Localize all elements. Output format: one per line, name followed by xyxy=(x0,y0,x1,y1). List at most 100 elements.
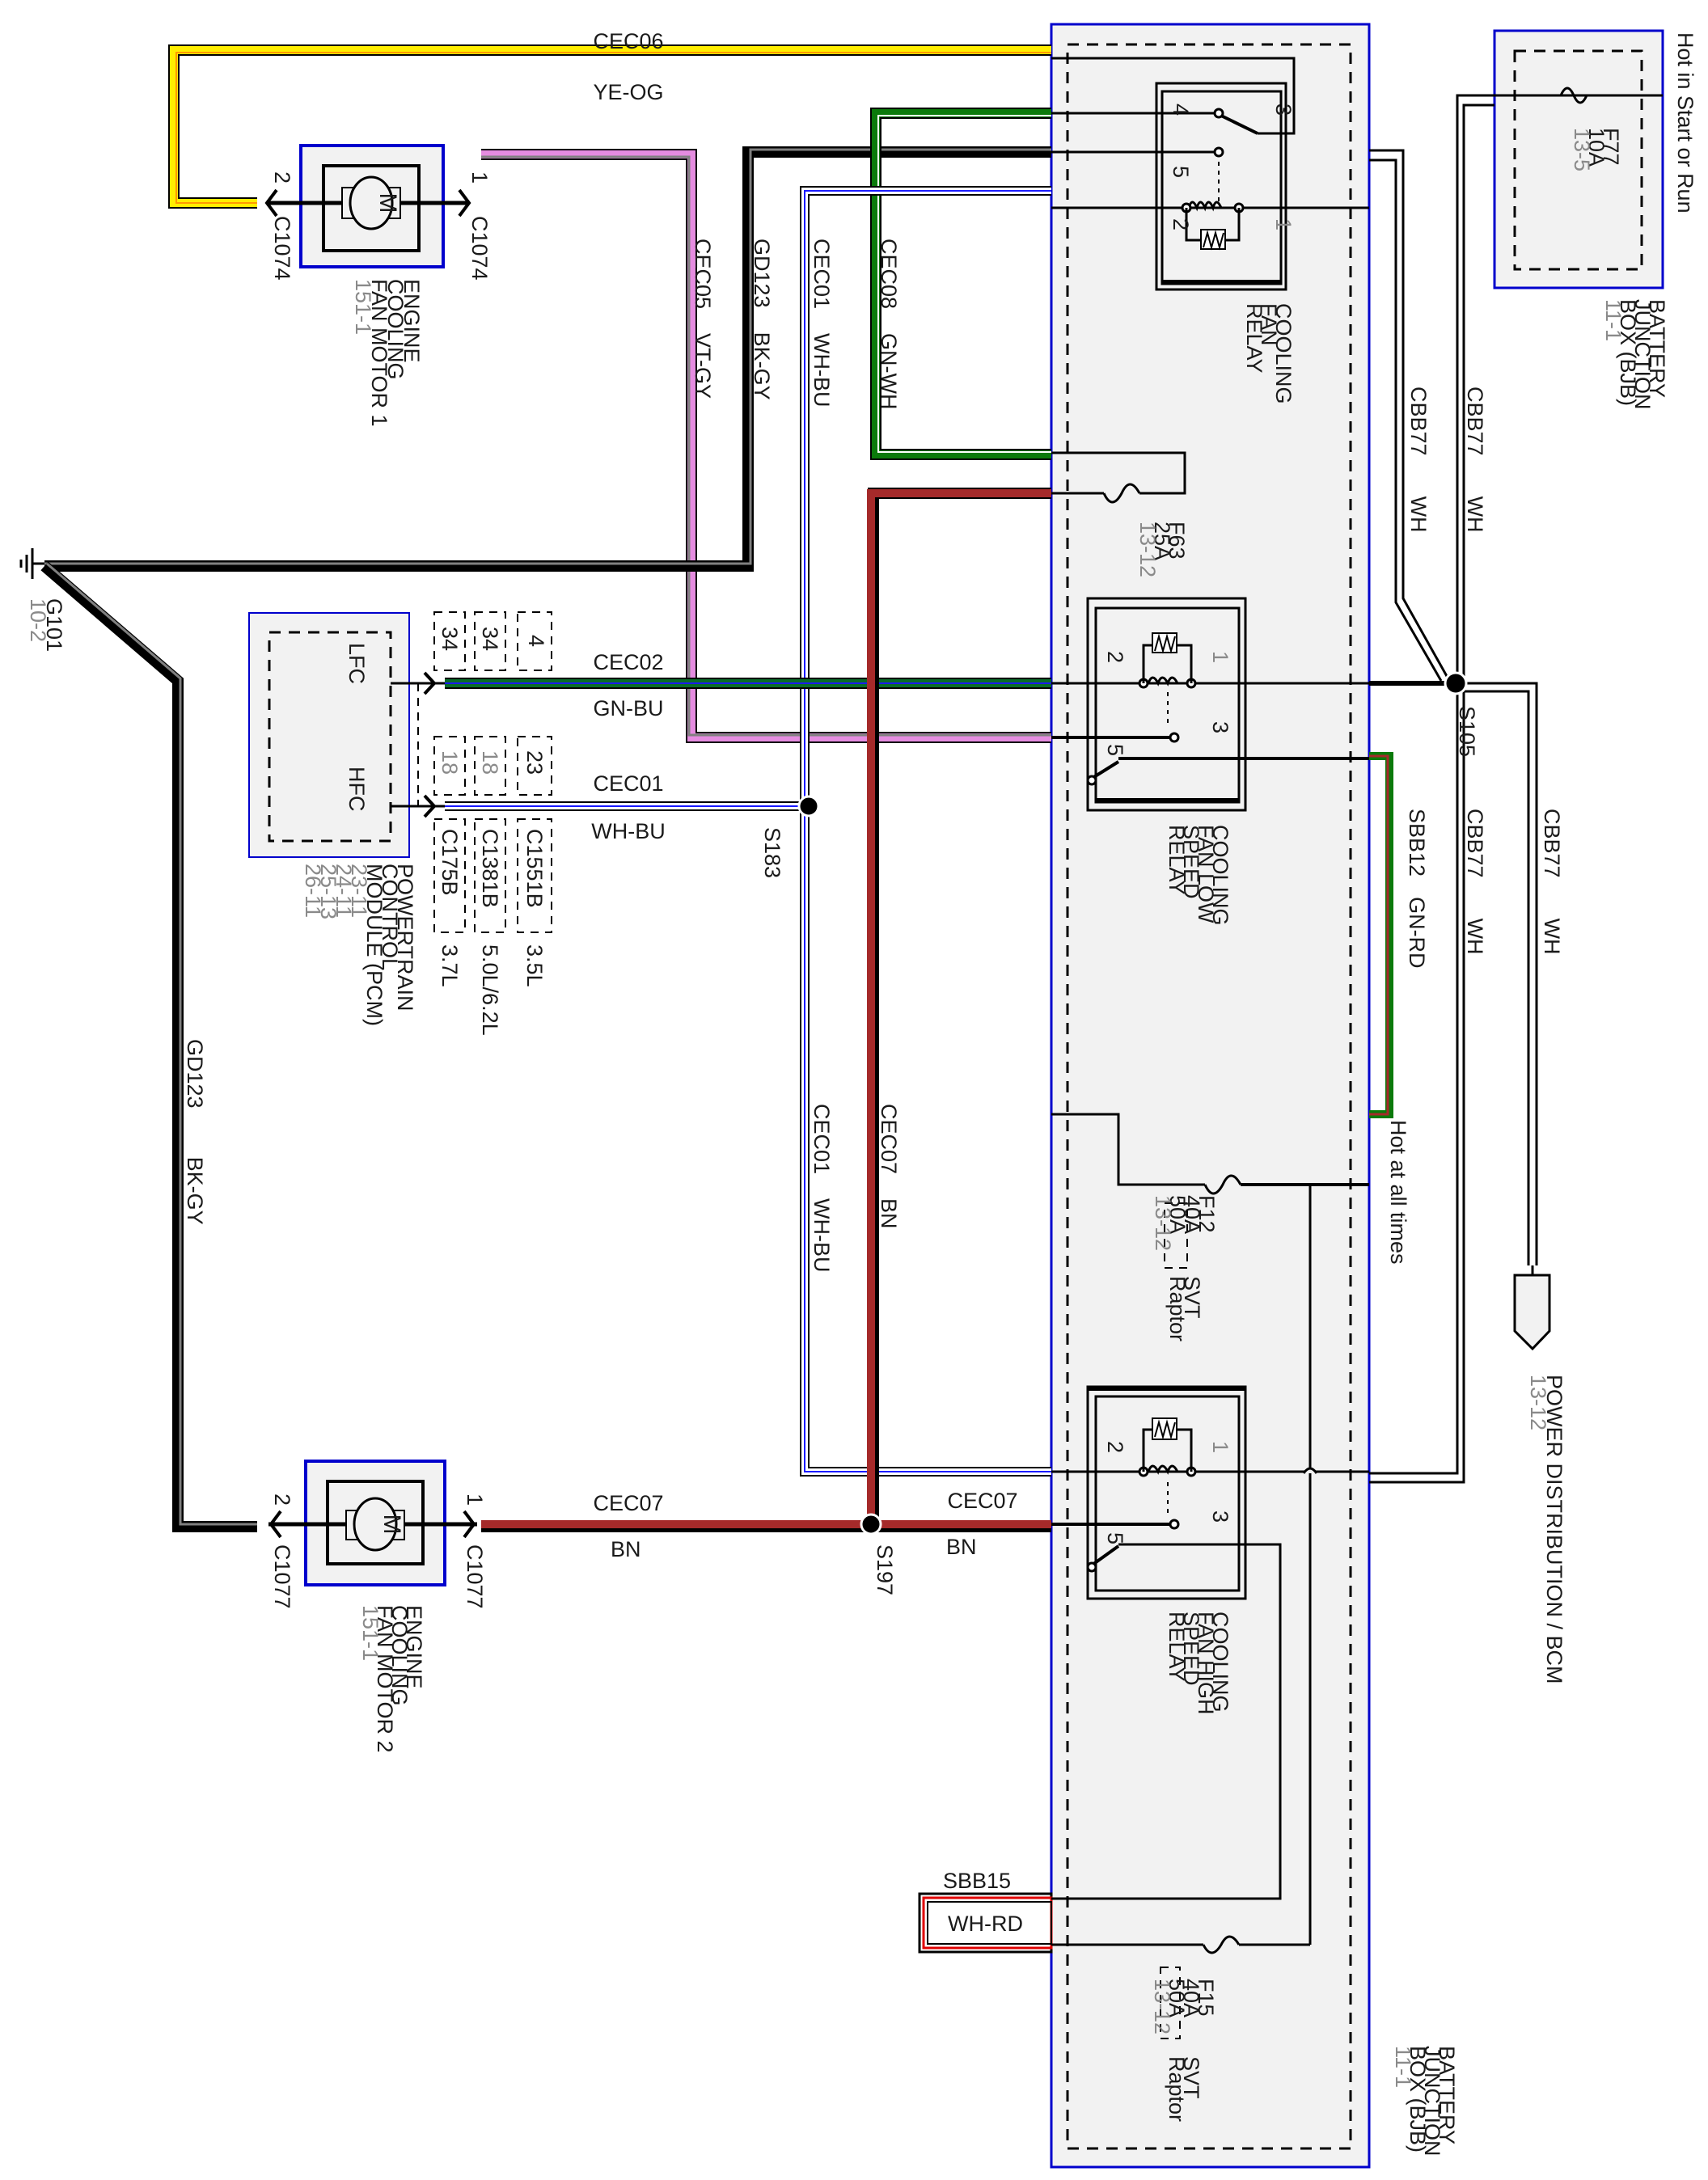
component-name: RELAY xyxy=(1242,303,1266,374)
label-cec02-circuit: CEC02 xyxy=(593,650,663,674)
component-name: JUNCTION xyxy=(1420,2046,1444,2157)
component-name: COOLING xyxy=(383,279,408,380)
label-hot-all-times: Hot at all times xyxy=(1386,1120,1410,1265)
pcm-connectors xyxy=(391,611,552,933)
fuse-f12-labels: F12 40A 50A 13-12 SVT Raptor xyxy=(1151,1195,1219,1341)
pin-label: 5 xyxy=(1169,166,1193,178)
pin-hfc: HFC xyxy=(345,767,369,812)
splice-s197 xyxy=(860,1513,882,1536)
connector-label: C1381B xyxy=(478,829,502,908)
label-power-distribution-ref: 13-12 xyxy=(1526,1375,1550,1430)
label-gd123-left: GD123BK-GY xyxy=(183,1039,207,1225)
fuse-variant: Raptor xyxy=(1165,2056,1189,2122)
wire-cec06 xyxy=(168,44,1051,209)
pin-label: 1 xyxy=(1208,651,1232,663)
connector-arrow-icon xyxy=(423,794,437,818)
pin-label: 4 xyxy=(1169,104,1193,116)
pin-number: 34 xyxy=(438,627,462,651)
wire-gd123-top xyxy=(44,146,1051,572)
fuse-name: F77 xyxy=(1599,128,1623,166)
component-name: ENGINE xyxy=(400,279,424,363)
component-name: COOLING xyxy=(1208,825,1232,926)
component-name: MODULE (PCM) xyxy=(362,864,387,1026)
label-cbb77-b: CBB77WH xyxy=(1463,387,1487,533)
label-cec07-relay-circuit: CEC07 xyxy=(947,1489,1017,1513)
wire-cec07-vert xyxy=(867,488,1051,1524)
connector-arrow-icon xyxy=(463,1510,476,1539)
pin-label: 5 xyxy=(1103,1532,1127,1544)
cooling-fan-relay-labels: 4 5 3 2 1 COOLING FAN RELAY xyxy=(1169,104,1296,404)
component-ref: 26-11 xyxy=(301,864,325,918)
bjb-small-labels: BATTERY JUNCTION BOX (BJB) 11-1 xyxy=(1601,299,1669,410)
pin-number: 4 xyxy=(524,635,548,647)
wire-cec07-horizontal xyxy=(481,1520,1051,1532)
fuse-variant: SVT xyxy=(1179,2056,1203,2099)
fuse-name: F12 xyxy=(1194,1195,1219,1233)
pin-number: 34 xyxy=(478,627,502,651)
label-cec01-vert: CEC01WH-BU xyxy=(810,1104,834,1273)
component-ref: 23-11 xyxy=(347,864,371,918)
component-ref: 25-13 xyxy=(316,864,340,919)
fuse-alt-rating: 50A xyxy=(1165,1979,1189,2017)
fuse-icon xyxy=(1203,1174,1242,1195)
label-s183: S183 xyxy=(760,827,784,878)
component-ref: 11-1 xyxy=(1601,299,1626,341)
label-cec07-vert: CEC07BN xyxy=(877,1104,901,1229)
fuse-ref: 13-12 xyxy=(1150,1979,1174,2034)
connector-label: C175B xyxy=(438,829,462,896)
connector-arrow-icon xyxy=(423,671,437,695)
pin-label: 2 xyxy=(1169,218,1193,230)
component-ref: 151-1 xyxy=(358,1605,383,1661)
fuse-alt-rating: 50A xyxy=(1165,1195,1190,1234)
pin-label: 1 xyxy=(463,1493,487,1506)
label-s105: S105 xyxy=(1455,706,1479,757)
wire-sbb15 xyxy=(918,1892,1053,1954)
motor-icon xyxy=(349,175,394,230)
fan-motor-1: M xyxy=(264,144,471,268)
cooling-fan-relay xyxy=(1051,57,1369,291)
motor-symbol: M xyxy=(374,193,401,213)
fuse-f77-labels: F77 10A 13-5 xyxy=(1570,128,1623,171)
connector-arrow-icon xyxy=(264,188,278,218)
component-ref: 24-11 xyxy=(332,864,356,918)
pin-label: 2 xyxy=(1103,651,1127,663)
component-name: ENGINE xyxy=(402,1605,426,1689)
fuse-f63-labels: F63 25A 13-12 xyxy=(1135,522,1189,577)
fuse-ref: 13-12 xyxy=(1151,1195,1175,1251)
fan-motor-2: M xyxy=(268,1460,477,1586)
pin-label: 1 xyxy=(467,171,492,184)
pin-number: 18 xyxy=(478,750,502,775)
motor2-labels: 2 C1077 1 C1077 ENGINE COOLING FAN MOTOR… xyxy=(270,1493,487,1753)
engine-variant: 5.0L/6.2L xyxy=(478,944,502,1036)
pcm-box xyxy=(248,612,410,858)
fuse-rating: 25A xyxy=(1150,522,1174,560)
component-name: JUNCTION xyxy=(1630,299,1655,410)
connector-arrow-icon xyxy=(268,1510,282,1539)
component-name: BATTERY xyxy=(1435,2046,1459,2144)
motor1-labels: 2 C1074 1 C1074 ENGINE COOLING FAN MOTOR… xyxy=(270,171,492,427)
fuse-rating: 10A xyxy=(1584,128,1609,167)
fuse-icon xyxy=(1559,87,1588,104)
connector-label: C1074 xyxy=(270,216,294,281)
component-name: FAN MOTOR 1 xyxy=(367,279,391,427)
label-hot-start-run: Hot in Start or Run xyxy=(1673,32,1697,213)
connector-label: C1074 xyxy=(467,216,492,281)
label-s197: S197 xyxy=(873,1544,897,1595)
fuse-f77 xyxy=(1559,87,1588,104)
label-g101: G101 xyxy=(42,598,66,652)
component-ref: 151-1 xyxy=(351,279,375,335)
label-cec07-motor-color: BN xyxy=(611,1537,641,1561)
low-speed-relay xyxy=(1051,597,1369,812)
component-name: RELAY xyxy=(1165,1612,1189,1682)
fuse-variant: SVT xyxy=(1180,1276,1204,1319)
pcm-labels: LFC HFC POWERTRAIN CONTROL MODULE (PCM) … xyxy=(301,627,548,1036)
connector-label: C1551B xyxy=(522,829,547,908)
component-name: COOLING xyxy=(387,1605,412,1706)
pin-label: 3 xyxy=(1271,104,1296,116)
high-speed-relay xyxy=(1051,1385,1369,1900)
pin-label: 1 xyxy=(1271,218,1296,230)
label-sbb15-color: WH-RD xyxy=(948,1912,1023,1936)
bjb-main-box xyxy=(1050,23,1371,2169)
label-cbb77-a: CBB77WH xyxy=(1406,387,1431,533)
component-name: BATTERY xyxy=(1645,299,1669,398)
